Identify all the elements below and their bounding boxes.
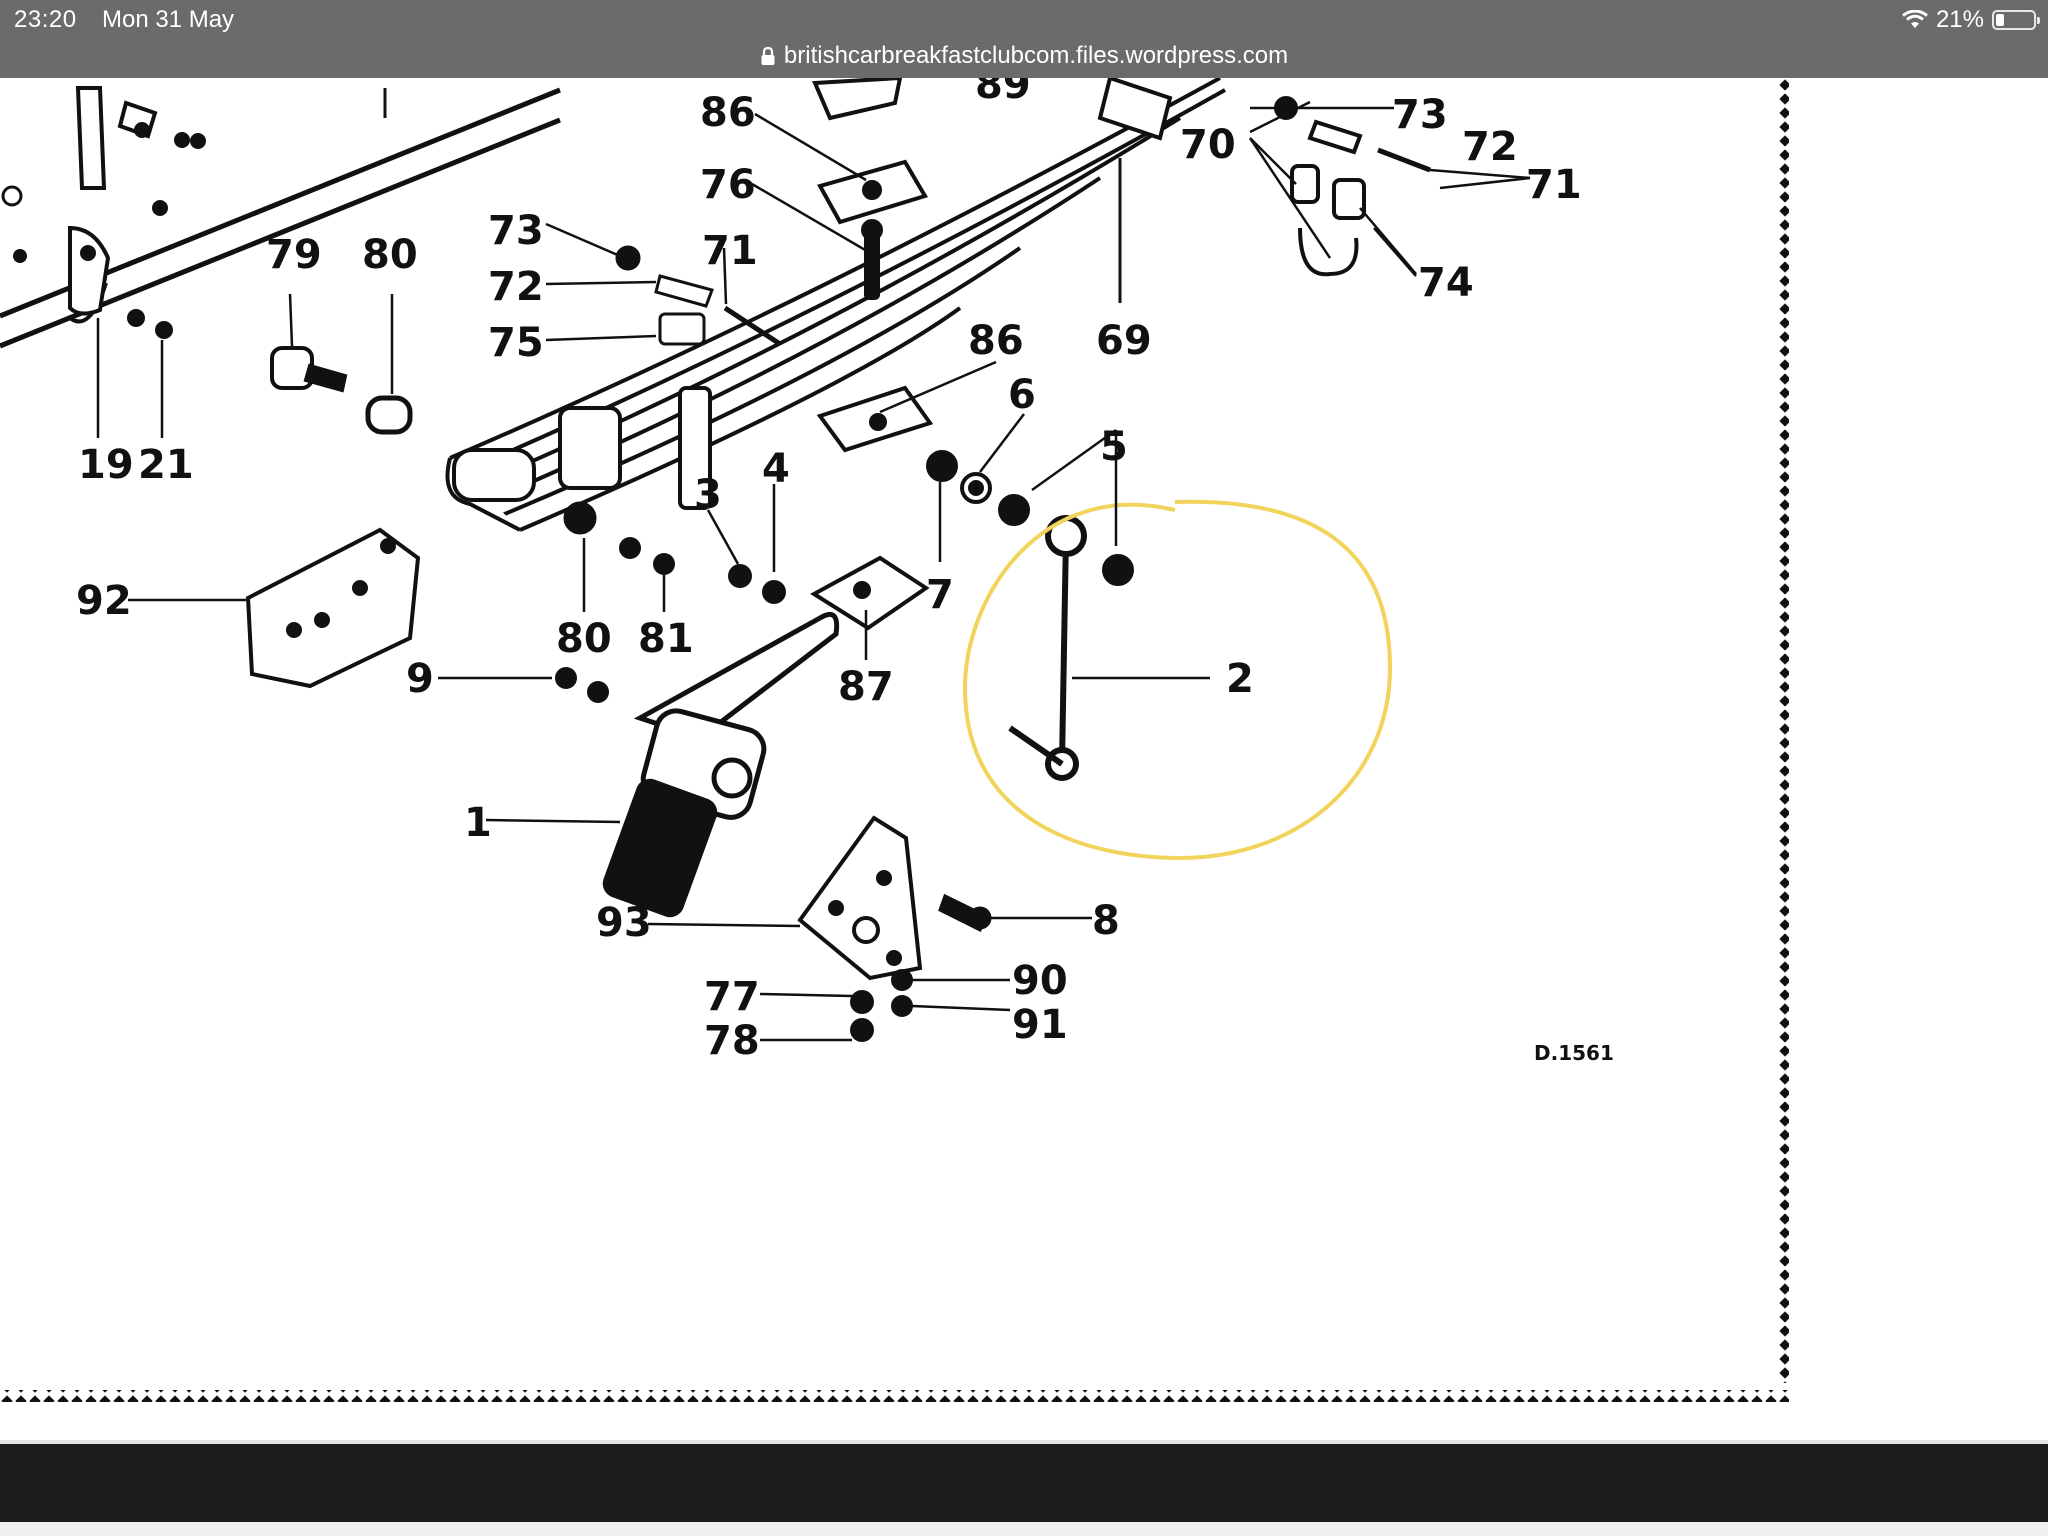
bolt-79 <box>270 346 348 393</box>
label-9: 9 <box>406 656 434 702</box>
label-91: 91 <box>1012 1002 1068 1048</box>
nuts-81 <box>619 537 675 575</box>
highlight-circle <box>962 499 1393 861</box>
nuts-3-4 <box>728 564 786 604</box>
label-79: 79 <box>266 232 322 278</box>
leaf-spring <box>445 78 1226 532</box>
label-73a: 73 <box>488 208 544 254</box>
label-74: 74 <box>1418 260 1474 306</box>
content-divider <box>0 1440 2048 1444</box>
nuts-90-91-77-78 <box>850 969 913 1042</box>
part-labels: 86 89 76 73 72 75 71 79 80 19 21 86 69 6… <box>76 78 1614 1065</box>
status-time: 23:20 <box>14 6 77 33</box>
bottom-toolbar <box>0 1444 2048 1536</box>
label-77: 77 <box>704 974 760 1020</box>
status-indicators: 21% <box>1902 6 2040 34</box>
bracket-92 <box>245 527 421 689</box>
label-80a: 80 <box>362 232 418 278</box>
label-71a: 71 <box>702 228 758 274</box>
label-70: 70 <box>1180 122 1236 168</box>
parts-73-72-75-71 <box>615 245 782 347</box>
label-73b: 73 <box>1392 92 1448 138</box>
label-81: 81 <box>638 616 694 662</box>
wifi-icon <box>1902 10 1928 30</box>
bracket-25 <box>75 86 158 190</box>
label-86b: 86 <box>968 318 1024 364</box>
label-4: 4 <box>762 446 790 492</box>
label-3: 3 <box>694 472 722 518</box>
label-78: 78 <box>704 1018 760 1064</box>
plate-87 <box>810 555 930 631</box>
nuts-9 <box>555 667 609 703</box>
shackle-70-74 <box>1274 96 1431 277</box>
address-bar[interactable]: britishcarbreakfastclubcom.files.wordpre… <box>0 38 2048 74</box>
label-89: 89 <box>975 78 1031 108</box>
label-6: 6 <box>1008 372 1036 418</box>
label-92: 92 <box>76 578 132 624</box>
parts-diagram: 86 89 76 73 72 75 71 79 80 19 21 86 69 6… <box>0 78 1789 1402</box>
url-text[interactable]: britishcarbreakfastclubcom.files.wordpre… <box>783 42 1289 69</box>
bolt-8 <box>938 893 992 933</box>
label-19: 19 <box>78 442 134 488</box>
image-viewport[interactable]: 86 89 76 73 72 75 71 79 80 19 21 86 69 6… <box>0 78 2048 1444</box>
label-69: 69 <box>1096 318 1152 364</box>
label-75: 75 <box>488 320 544 366</box>
clip-plate-89 <box>812 78 903 121</box>
link-2 <box>1008 515 1087 781</box>
label-8: 8 <box>1092 898 1120 944</box>
home-indicator-strip <box>0 1522 2048 1536</box>
label-7: 7 <box>926 572 954 618</box>
battery-cap <box>2037 17 2040 24</box>
washers-5-6-7 <box>926 450 1134 586</box>
label-76: 76 <box>700 162 756 208</box>
label-72a: 72 <box>488 264 544 310</box>
battery-fill <box>1996 14 2004 26</box>
bush-80b <box>563 501 597 535</box>
label-80b: 80 <box>556 616 612 662</box>
frame-border-right <box>1777 78 1789 1383</box>
lock-icon <box>760 46 776 66</box>
label-5: 5 <box>1100 424 1128 470</box>
label-93: 93 <box>596 900 652 946</box>
small-nuts-top-left <box>1 122 206 339</box>
clip-plate-86a <box>817 159 929 225</box>
frame-border-bottom <box>0 1390 1789 1402</box>
label-71b: 71 <box>1526 162 1582 208</box>
status-bar: 23:20 Mon 31 May 21% britishcarbreakfast… <box>0 0 2048 78</box>
label-72b: 72 <box>1462 124 1518 170</box>
bracket-19 <box>68 225 111 316</box>
spring-clamp-top <box>1097 78 1173 141</box>
label-86a: 86 <box>700 90 756 136</box>
battery-percent: 21% <box>1935 6 1984 33</box>
bolt-76 <box>861 219 883 300</box>
reference-code: D.1561 <box>1534 1041 1614 1065</box>
bracket-93 <box>797 815 923 981</box>
label-1: 1 <box>464 800 492 846</box>
label-2: 2 <box>1226 656 1254 702</box>
label-21: 21 <box>138 442 194 488</box>
label-90: 90 <box>1012 958 1068 1004</box>
bush-80a <box>365 395 413 435</box>
battery-icon <box>1992 10 2040 30</box>
label-87: 87 <box>838 664 894 710</box>
leader-lines <box>96 100 1531 1042</box>
damper-1 <box>602 612 840 918</box>
status-date: Mon 31 May <box>102 6 235 33</box>
